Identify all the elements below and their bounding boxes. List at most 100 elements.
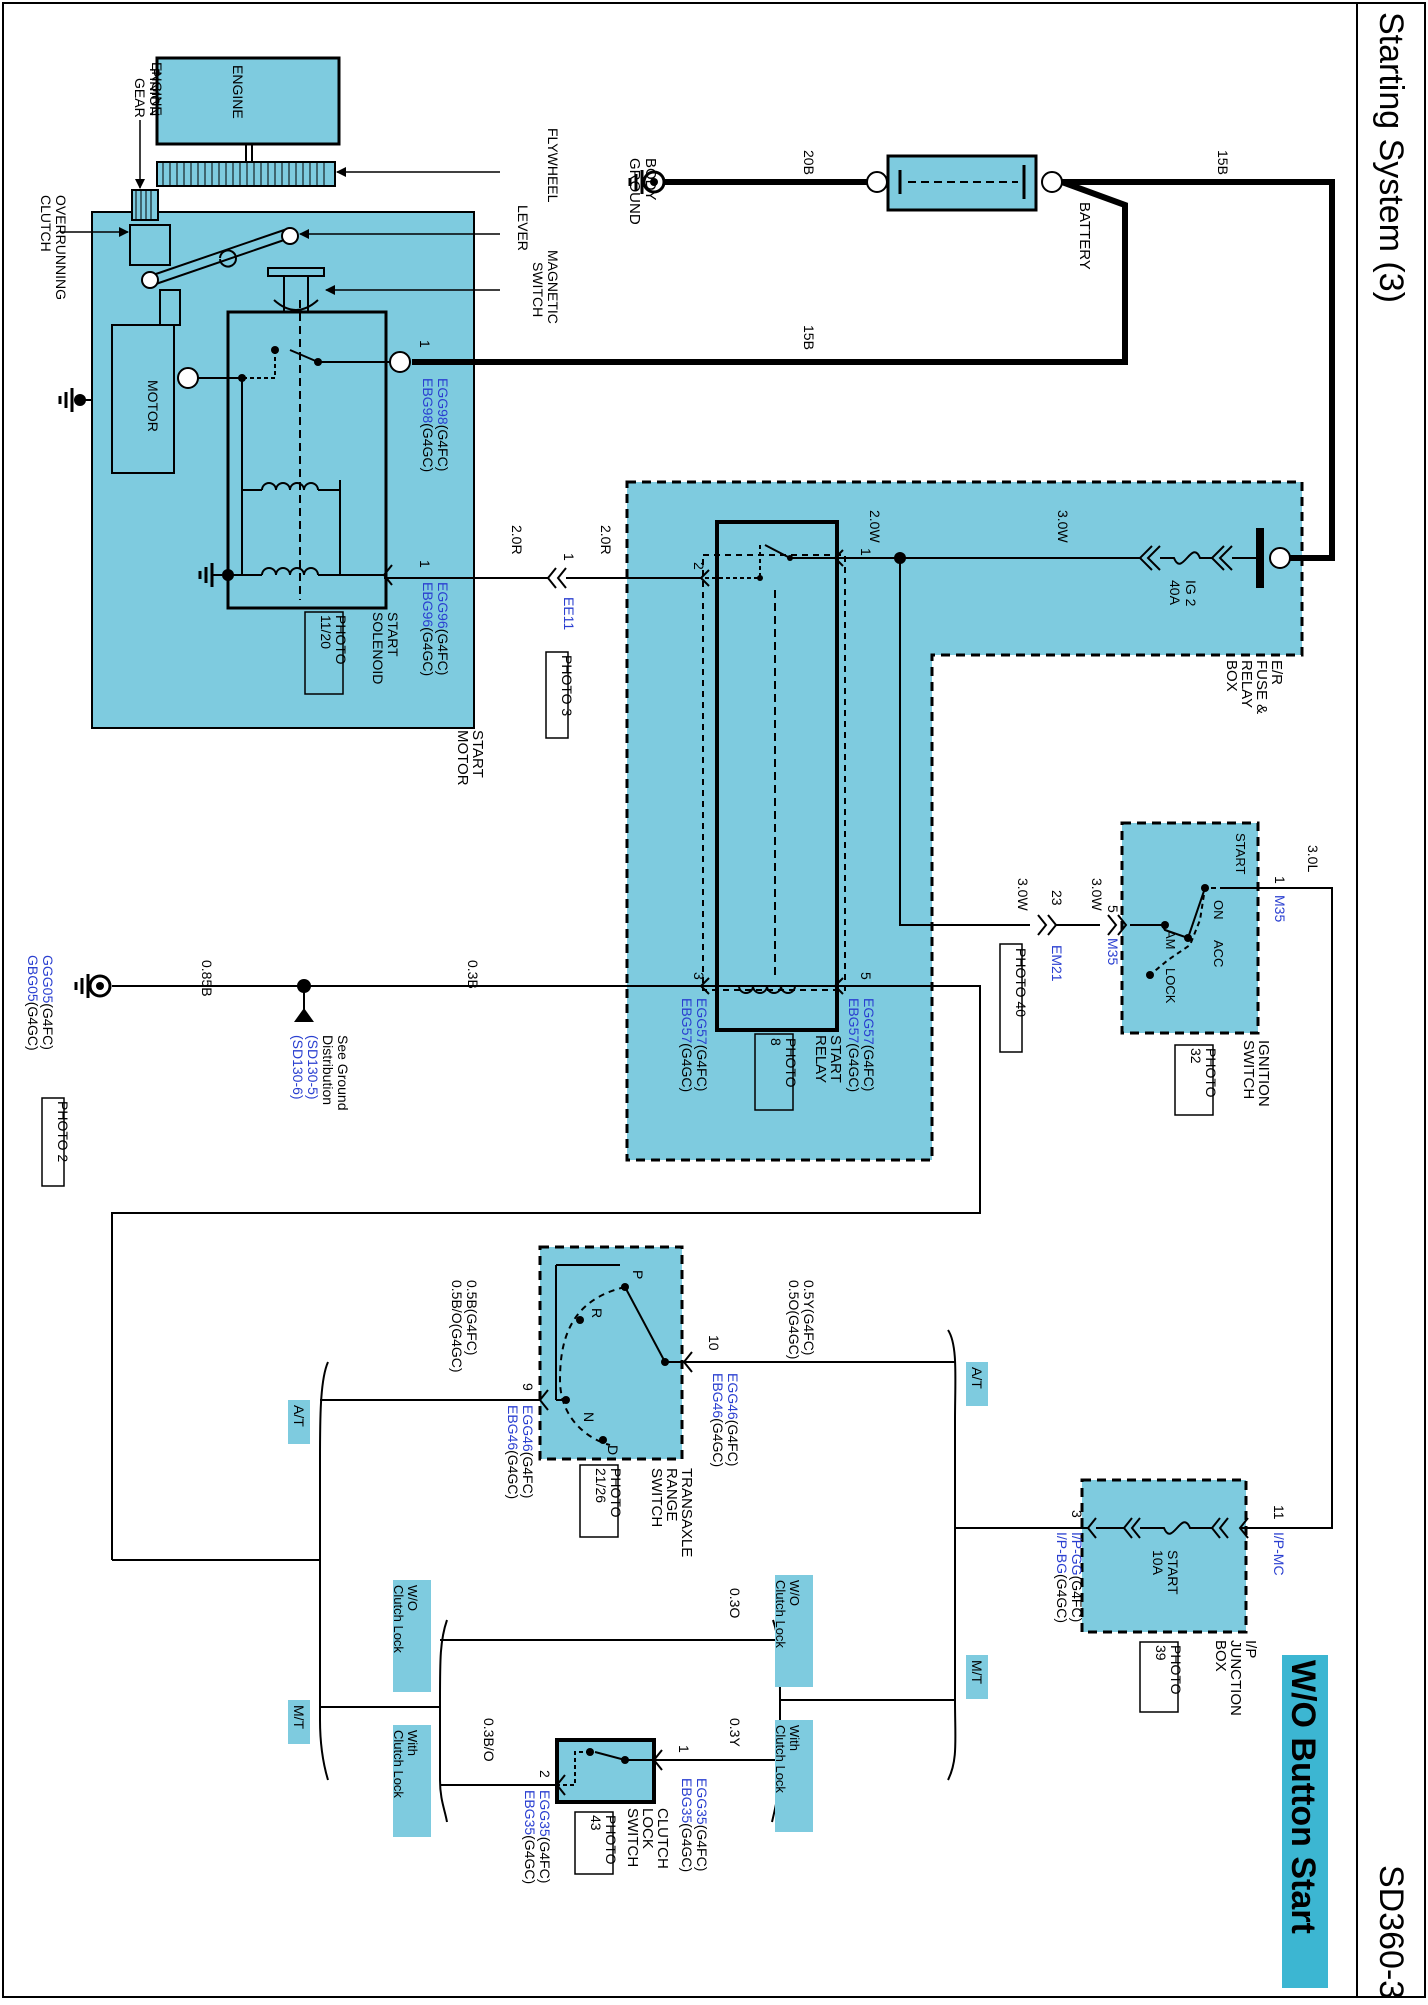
start-relay: [699, 520, 846, 1032]
page-code: SD360-3: [1372, 1865, 1410, 1999]
ground-wire-1: 0.3B: [465, 960, 481, 989]
ip-conn-in: I/P-MC: [1271, 1532, 1287, 1576]
ip-conn-out-2: I/P-BG(G4GC): [1054, 1532, 1070, 1623]
ign-wire-top: 3.0L: [1305, 845, 1321, 872]
solenoid-label-1: START: [385, 612, 401, 657]
trans-label-2: RANGE: [663, 1468, 680, 1521]
trans-wire-in-1: 0.5Y(G4FC): [801, 1280, 817, 1355]
ign-conn-top: M35: [1272, 895, 1288, 922]
tag-with-clutch-right: With Clutch Lock: [773, 1720, 813, 1832]
start-relay-conn-bot-2: EBG57(G4GC): [679, 998, 695, 1092]
ground-code-1: GGG05(G4FC): [40, 955, 56, 1050]
start-relay-pin1: 1: [858, 548, 874, 556]
ignition-to-ip-wire: [1240, 887, 1333, 1529]
start-fuse-rating: 10A: [1150, 1550, 1166, 1576]
ip-label-2: JUNCTION: [1227, 1640, 1244, 1716]
trans-photo-1: PHOTO: [608, 1468, 624, 1518]
ign-label-1: IGNITION: [1255, 1040, 1272, 1107]
svg-text:W/O: W/O: [787, 1580, 802, 1606]
tag-mt-upper: M/T: [966, 1655, 988, 1699]
ip-photo-box: [1139, 1641, 1179, 1713]
lever-label: LEVER: [515, 205, 531, 251]
relay-to-solenoid-wire: [384, 567, 701, 589]
motor-conn-b-1: EGG98(G4FC): [435, 378, 451, 471]
er-box-label-2: FUSE &: [1253, 660, 1270, 714]
ign-photo-1: PHOTO: [1203, 1048, 1219, 1098]
trans-conn-out-1: EGG46(G4FC): [520, 1405, 536, 1498]
svg-text:Clutch Lock: Clutch Lock: [391, 1585, 406, 1653]
em21-pin: 23: [1049, 890, 1065, 906]
start-fuse-name: START: [1165, 1550, 1181, 1595]
ign-pos-on: ON: [1211, 900, 1226, 920]
start-relay-pin5: 5: [858, 972, 874, 980]
solenoid-photo-2: 11/20: [318, 615, 334, 649]
start-relay-photo-box: [754, 1033, 794, 1111]
trans-conn-out-2: EBG46(G4GC): [505, 1405, 521, 1499]
ip-pin-in: 11: [1271, 1505, 1287, 1520]
clutch-photo-box: [574, 1811, 614, 1875]
trans-label-1: TRANSAXLE: [678, 1468, 695, 1557]
tag-wo-clutch-right: W/O Clutch Lock: [773, 1575, 813, 1687]
clutch-label-b: CLUTCH: [38, 195, 54, 252]
svg-text:A/T: A/T: [291, 1405, 307, 1427]
svg-text:Clutch Lock: Clutch Lock: [391, 1730, 406, 1798]
trans-photo-2: 21/26: [593, 1468, 609, 1503]
solenoid-photo-box: [304, 611, 344, 695]
motor-pin-s: 1: [417, 560, 433, 568]
er-box-label-3: RELAY: [1238, 660, 1255, 708]
start-relay-conn-bot: EGG57(G4FC): [694, 998, 710, 1091]
ee11-wire-right: 2.0R: [598, 525, 614, 555]
solenoid-label-2: SOLENOID: [370, 612, 386, 684]
ground-photo-box: [41, 1097, 65, 1187]
start-relay-photo-2: 8: [768, 1038, 784, 1046]
start-motor-label-2: MOTOR: [454, 730, 471, 786]
solenoid-photo-1: PHOTO: [333, 615, 349, 665]
clutch-pin-in: 1: [676, 1745, 692, 1753]
ground-code-2: GBG05(G4GC): [25, 955, 41, 1051]
motor-pin-b: 1: [417, 340, 433, 348]
clutch-photo-2: 43: [588, 1815, 604, 1831]
ig2-fuse-name: IG 2: [1183, 580, 1199, 607]
ip-conn-out-1: I/P-GG(G4FC): [1069, 1532, 1085, 1622]
motor-conn-b-2: EBG98(G4GC): [420, 378, 436, 472]
trans-pos-p: P: [630, 1270, 646, 1279]
svg-text:M/T: M/T: [969, 1660, 985, 1685]
ign-pin-top: 1: [1272, 876, 1288, 884]
magnetic-label-1: MAGNETIC: [545, 250, 561, 324]
trans-conn-in-1: EGG46(G4FC): [725, 1373, 741, 1466]
tag-mt-lower: M/T: [288, 1700, 310, 1744]
svg-text:With: With: [787, 1725, 802, 1751]
battery-label: BATTERY: [1076, 202, 1093, 270]
clutch-pin-out: 2: [537, 1770, 553, 1778]
start-relay-conn-top: EGG57(G4FC): [861, 998, 877, 1091]
start-motor-label-1: START: [469, 730, 486, 778]
motor-conn-s-1: EGG96(G4FC): [435, 582, 451, 675]
option-branches: [111, 985, 1088, 1823]
relay-to-ignition-wire: [894, 552, 1128, 936]
ign-photo-2: 32: [1188, 1048, 1204, 1064]
ee11-wire-left: 2.0R: [509, 525, 525, 555]
trans-wire-in-2: 0.5O(G4GC): [786, 1280, 802, 1359]
trans-pos-r: R: [589, 1308, 605, 1318]
clutch-photo-1: PHOTO: [603, 1815, 619, 1865]
tag-with-clutch-left: With Clutch Lock: [391, 1725, 431, 1837]
start-fuse: [1086, 1517, 1249, 1539]
ground-see-1: See Ground: [335, 1035, 351, 1111]
trans-pos-d: D: [605, 1445, 621, 1455]
clutch-conn-in-1: EGG35(G4FC): [694, 1778, 710, 1871]
ground-see-2: Distribution: [320, 1035, 336, 1105]
magnetic-label-2: SWITCH: [530, 262, 546, 317]
clutch-label-3: SWITCH: [624, 1808, 641, 1867]
ip-label-3: BOX: [1212, 1640, 1229, 1672]
wire-20b: 20B: [801, 150, 817, 175]
tag-at-lower: A/T: [288, 1400, 310, 1444]
tag-at-upper: A/T: [966, 1362, 988, 1406]
start-relay-pin3: 3: [691, 972, 707, 980]
trans-pin-in: 10: [706, 1335, 722, 1351]
ground-ref-1: (SD130-5): [305, 1035, 321, 1100]
er-box-label-1: E/R: [1268, 660, 1285, 685]
ign-label-2: SWITCH: [1240, 1040, 1257, 1099]
ip-junction-box: [1080, 1478, 1248, 1634]
ip-pin-out: 3: [1069, 1510, 1085, 1518]
